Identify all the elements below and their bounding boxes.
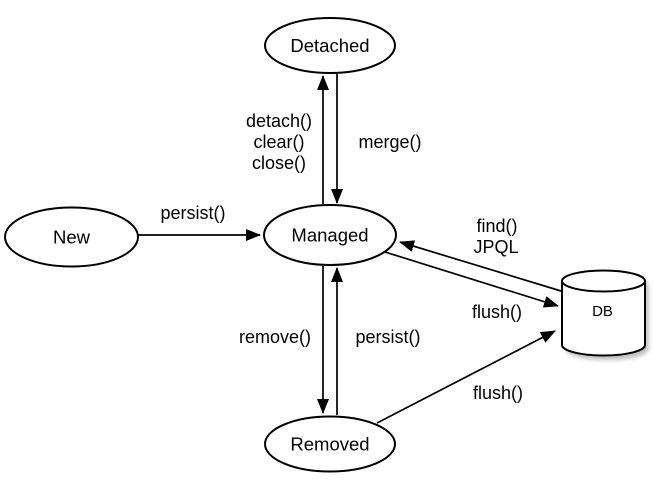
edge-label-close: close() — [252, 153, 306, 173]
node-detached-ellipse — [264, 17, 396, 74]
arrow-removed-to-db — [376, 330, 556, 424]
node-managed-ellipse — [263, 204, 397, 266]
node-detached-label: Detached — [290, 35, 369, 56]
node-managed: Managed — [263, 204, 397, 266]
edge-label-clear: clear() — [253, 132, 304, 152]
edge-label-find: find() — [476, 216, 517, 236]
arrow-db-to-managed — [399, 240, 562, 292]
node-removed-ellipse — [264, 415, 396, 473]
edge-label-merge: merge() — [358, 132, 421, 152]
node-db: DB — [561, 269, 649, 360]
node-new-ellipse — [4, 206, 139, 268]
edge-label-jpql: JPQL — [473, 237, 518, 257]
edge-label-persist-new: persist() — [160, 203, 225, 223]
node-new-label: New — [53, 227, 91, 248]
node-removed-label: Removed — [290, 434, 369, 455]
node-removed: Removed — [264, 415, 396, 473]
db-cylinder-body — [561, 281, 646, 357]
edge-label-flush-removed: flush() — [473, 383, 523, 403]
edge-label-remove: remove() — [239, 327, 311, 347]
edge-label-flush-managed: flush() — [472, 302, 522, 322]
node-managed-label: Managed — [291, 225, 368, 246]
node-new: New — [4, 206, 139, 268]
node-db-label: DB — [592, 303, 613, 320]
node-detached: Detached — [264, 17, 396, 74]
edge-label-persist-removed: persist() — [355, 327, 420, 347]
db-cylinder-top — [561, 269, 646, 293]
arrow-managed-to-db — [384, 251, 559, 308]
edge-label-detach: detach() — [246, 111, 312, 131]
